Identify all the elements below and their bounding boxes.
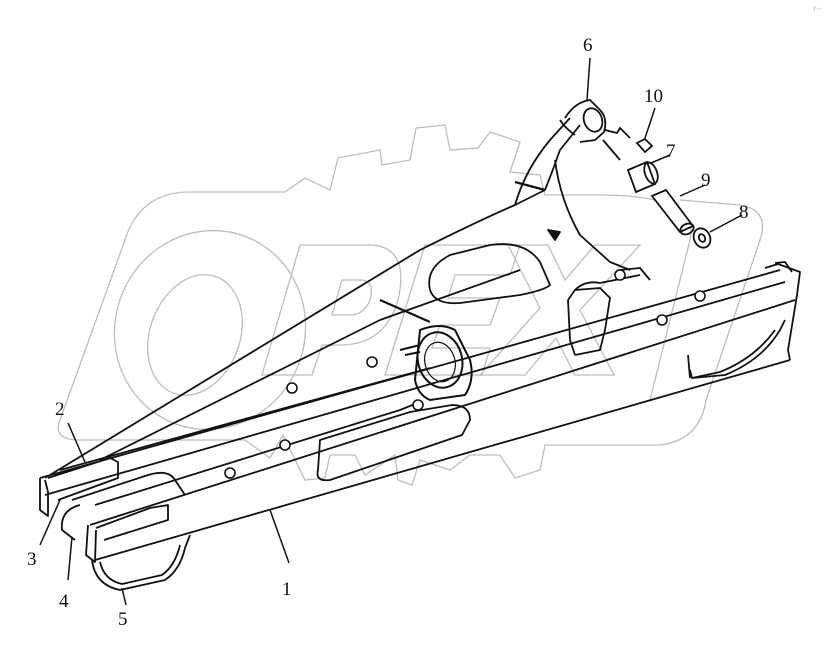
side-plate bbox=[316, 404, 471, 482]
bracket-box bbox=[567, 267, 651, 356]
callout-3: 3 bbox=[27, 549, 37, 570]
callout-1: 1 bbox=[282, 579, 292, 600]
callout-6: 6 bbox=[583, 35, 593, 56]
exploded-parts bbox=[602, 126, 712, 249]
leader-lines bbox=[39, 57, 743, 606]
callout-8: 8 bbox=[739, 202, 749, 223]
corner-mark: r-- bbox=[813, 4, 822, 13]
callout-7: 7 bbox=[666, 141, 676, 162]
callout-2: 2 bbox=[55, 399, 65, 420]
callout-9: 9 bbox=[701, 170, 711, 191]
bolts bbox=[224, 269, 706, 479]
callout-4: 4 bbox=[59, 591, 69, 612]
main-frame bbox=[39, 261, 801, 591]
lug-part-6 bbox=[559, 99, 607, 143]
callout-5: 5 bbox=[118, 609, 128, 630]
callout-10: 10 bbox=[644, 86, 663, 107]
a-arm bbox=[44, 117, 631, 479]
bearing-housing bbox=[399, 325, 473, 402]
